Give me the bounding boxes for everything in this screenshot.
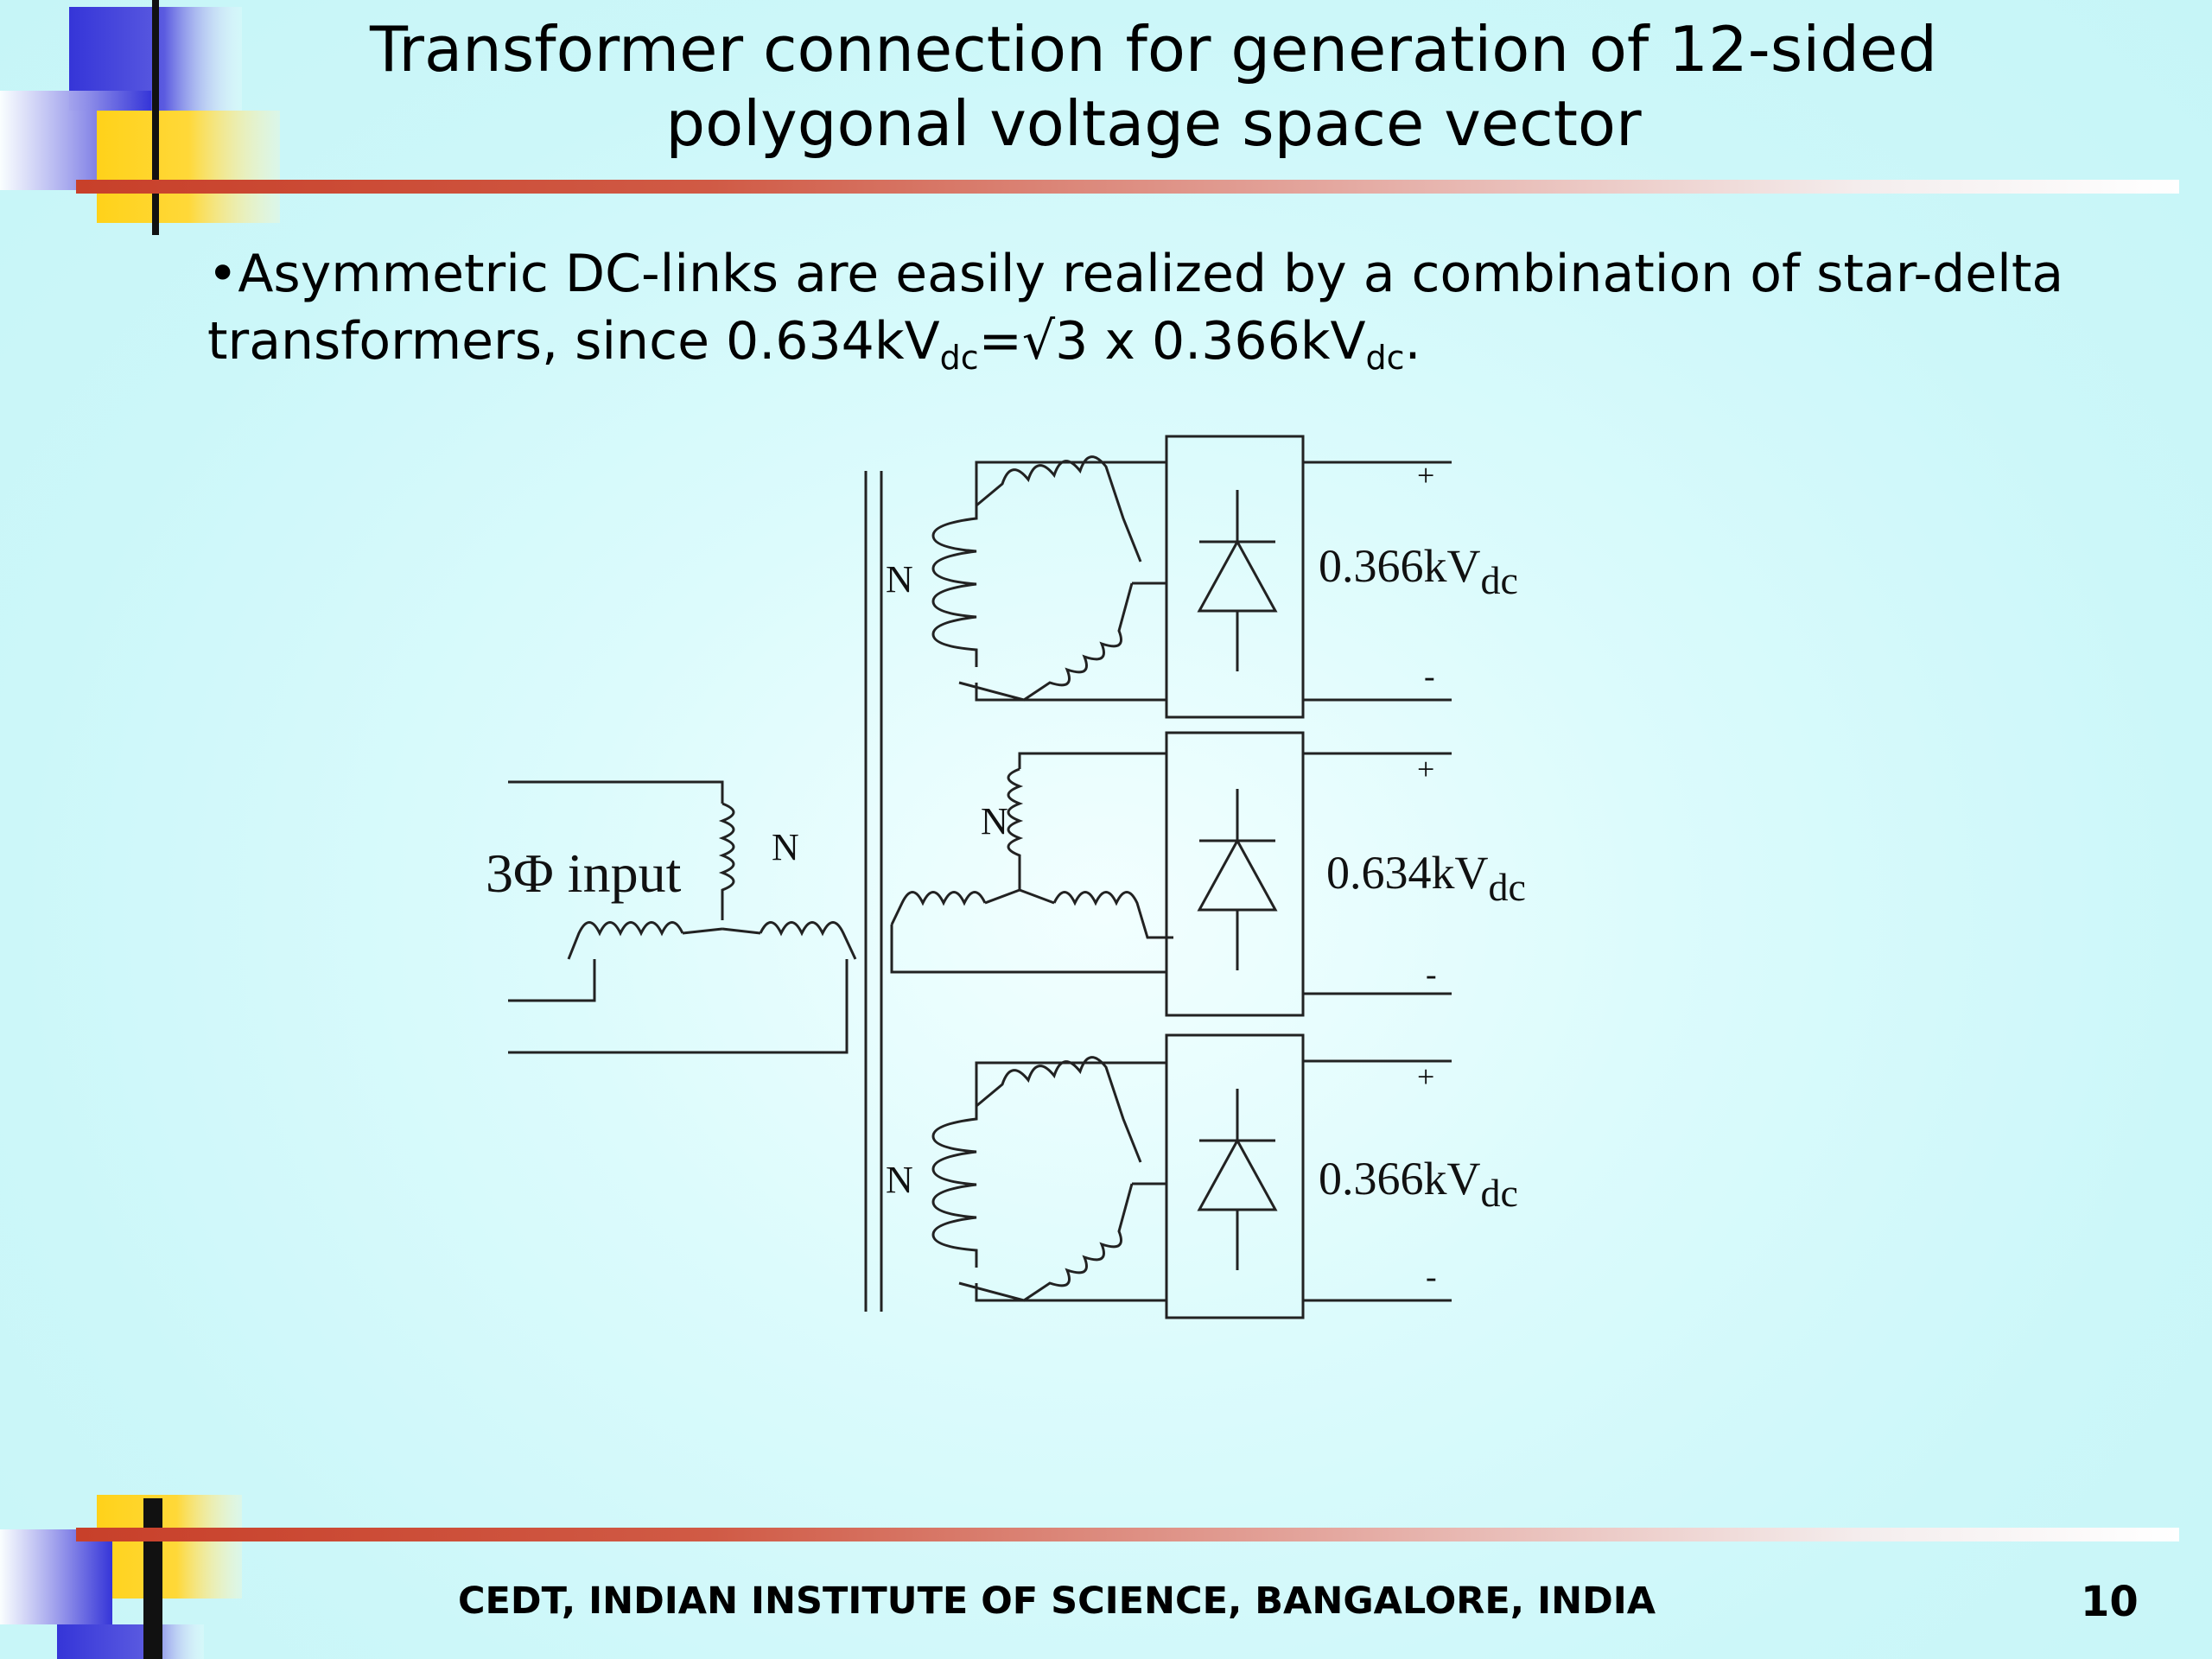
coil-icon	[890, 891, 987, 925]
coil-icon	[958, 1183, 1134, 1302]
minus-sign: -	[1426, 957, 1437, 993]
coil-icon	[958, 582, 1134, 702]
footer-institution: CEDT, INDIAN INSTITUTE OF SCIENCE, BANGA…	[458, 1580, 1656, 1623]
secondary-delta-winding-1	[931, 455, 1166, 702]
secondary-star-winding	[890, 752, 1173, 974]
coil-icon	[976, 1056, 1142, 1163]
coil-icon	[931, 1067, 978, 1268]
primary-star-winding	[508, 780, 857, 1054]
plus-sign: +	[1417, 752, 1434, 786]
coil-icon	[1007, 767, 1024, 890]
plus-sign: +	[1417, 1059, 1434, 1094]
coil-icon	[976, 455, 1142, 563]
input-label: 3Φ input	[486, 842, 682, 904]
bullet-line-2: transformers, since 0.634kVdc=√3 x 0.366…	[207, 308, 2065, 375]
bullet-subscript: dc	[1365, 339, 1405, 377]
neutral-label-secondary-2: N	[981, 800, 1008, 842]
rectifier-box-3	[1165, 1033, 1305, 1319]
output-voltage-label-1: 0.366kVdc	[1319, 540, 1518, 602]
title-divider	[76, 180, 2179, 194]
neutral-label-secondary-1: N	[886, 558, 913, 601]
rectifier-box-2	[1165, 731, 1305, 1017]
bullet-subscript: dc	[939, 339, 979, 377]
output-voltage-label-2: 0.634kVdc	[1326, 847, 1526, 909]
bullet-line-1: •Asymmetric DC-links are easily realized…	[207, 244, 2064, 304]
coil-icon	[718, 802, 735, 920]
page-number: 10	[2081, 1578, 2139, 1626]
title-line-1: Transformer connection for generation of…	[370, 13, 1937, 86]
bullet-fragment: =√3 x 0.366kV	[978, 311, 1366, 372]
output-voltage-label-3: 0.366kVdc	[1319, 1153, 1518, 1215]
coil-icon	[1052, 891, 1173, 939]
coil-icon	[931, 467, 978, 667]
minus-sign: -	[1424, 658, 1435, 695]
slide-title: Transformer connection for generation of…	[363, 12, 1944, 161]
coil-icon	[567, 921, 684, 960]
minus-sign: -	[1426, 1259, 1437, 1295]
coil-icon	[759, 921, 857, 960]
bullet-fragment: transformers, since 0.634kV	[207, 311, 940, 372]
bottom-left-decoration	[0, 1495, 242, 1659]
secondary-delta-winding-2	[931, 1056, 1166, 1302]
neutral-label-primary: N	[772, 826, 799, 868]
footer-divider	[76, 1528, 2179, 1541]
title-line-2: polygonal voltage space vector	[665, 87, 1642, 160]
rectifier-box-1	[1165, 435, 1305, 719]
bullet-text: •Asymmetric DC-links are easily realized…	[207, 240, 2065, 375]
bullet-fragment: .	[1404, 311, 1421, 372]
plus-sign: +	[1417, 458, 1434, 493]
top-left-decoration	[0, 0, 280, 235]
neutral-label-secondary-3: N	[886, 1159, 913, 1201]
